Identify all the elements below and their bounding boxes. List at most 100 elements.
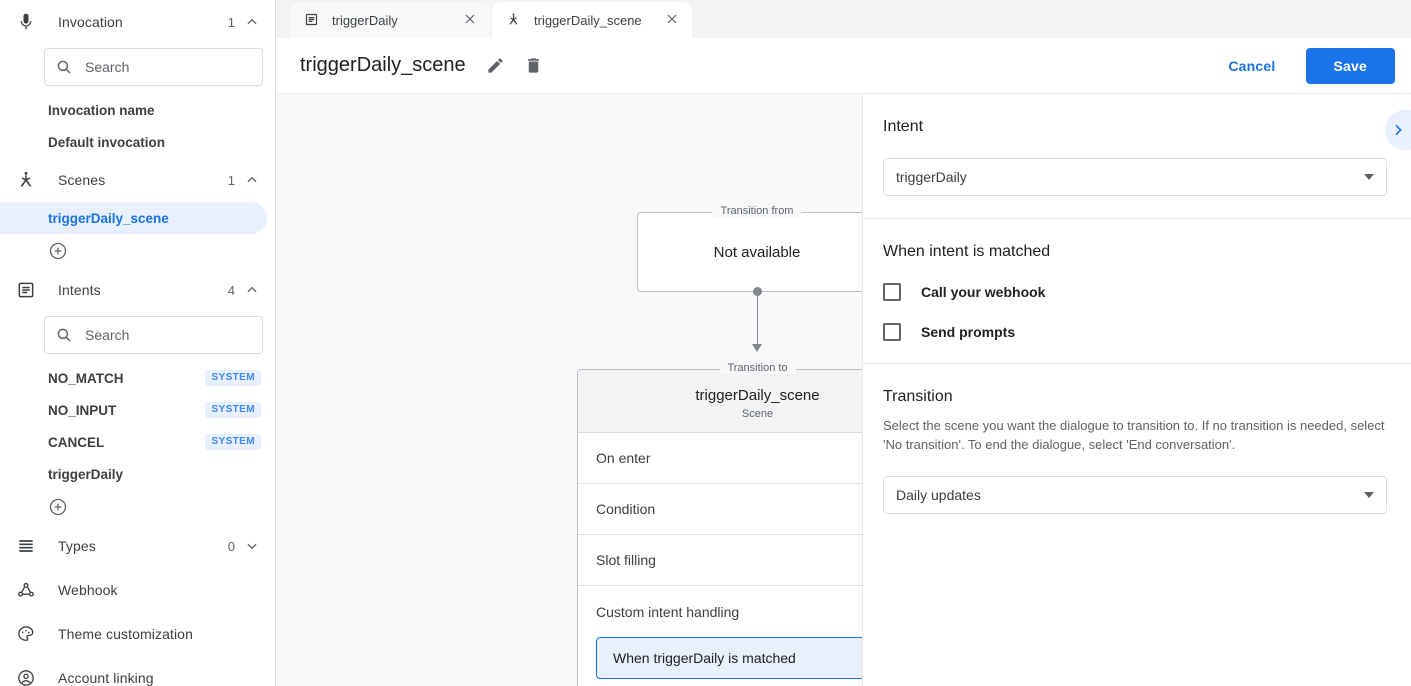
- sidebar-item-label: triggerDaily: [48, 466, 124, 482]
- checkbox-label: Call your webhook: [921, 284, 1046, 300]
- checkbox-label: Send prompts: [921, 324, 1016, 340]
- transition-select[interactable]: Daily updates: [883, 476, 1387, 514]
- close-icon[interactable]: [462, 11, 480, 29]
- sidebar-section-intents[interactable]: Intents 4: [0, 268, 275, 312]
- panel-section-intent: Intent triggerDaily: [863, 94, 1411, 219]
- intents-search-box[interactable]: [44, 316, 263, 354]
- scene-row-custom-intent-handling[interactable]: Custom intent handling +: [578, 586, 862, 637]
- scene-card-subtitle: Scene: [741, 408, 774, 420]
- connector-line: [757, 292, 758, 346]
- editor-toolbar: triggerDaily_scene Cancel Save: [276, 38, 1411, 94]
- panel-section-when-matched: When intent is matched Call your webhook…: [863, 219, 1411, 364]
- sidebar-section-types[interactable]: Types 0: [0, 524, 275, 568]
- intent-handler-chip-label: When triggerDaily is matched: [613, 650, 796, 666]
- sidebar-item-account-linking[interactable]: Account linking: [0, 656, 275, 686]
- sidebar-section-types-label: Types: [58, 538, 96, 554]
- sidebar-item-label: NO_MATCH: [48, 370, 124, 386]
- intent-select[interactable]: triggerDaily: [883, 158, 1387, 196]
- main-area: triggerDaily triggerDaily_scene triggerD…: [276, 0, 1411, 686]
- intent-handler-chip[interactable]: When triggerDaily is matched: [596, 637, 862, 679]
- edit-icon[interactable]: [484, 54, 508, 78]
- sidebar-item-label: Default invocation: [48, 134, 166, 150]
- intents-search-input[interactable]: [83, 326, 252, 344]
- checkbox-call-your-webhook[interactable]: Call your webhook: [883, 283, 1387, 301]
- sidebar-item-triggerdaily[interactable]: triggerDaily: [0, 458, 275, 490]
- checkbox-box[interactable]: [883, 283, 901, 301]
- save-button[interactable]: Save: [1305, 47, 1395, 84]
- sidebar-item-label: Invocation name: [48, 102, 155, 118]
- delete-icon[interactable]: [522, 54, 546, 78]
- chevron-right-icon[interactable]: [1385, 110, 1411, 150]
- chevron-up-icon[interactable]: [245, 283, 259, 297]
- invocation-search-wrap: [0, 44, 275, 94]
- sidebar-item-invocation-name[interactable]: Invocation name: [0, 94, 275, 126]
- scene-row-on-enter[interactable]: On enter +: [578, 433, 862, 484]
- scene-graph-canvas[interactable]: Transition from Not available Transition…: [276, 94, 863, 686]
- tab-label: triggerDaily_scene: [534, 12, 642, 28]
- intents-search-wrap: [0, 312, 275, 362]
- tab-triggerdaily[interactable]: triggerDaily: [290, 2, 490, 38]
- scene-row-label: Custom intent handling: [596, 603, 740, 620]
- sidebar-section-types-count: 0: [227, 538, 235, 554]
- scene-row-label: Slot filling: [596, 552, 656, 568]
- panel-transition-description: Select the scene you want the dialogue t…: [883, 418, 1385, 452]
- sidebar-item-cancel[interactable]: CANCEL SYSTEM: [0, 426, 275, 458]
- add-scene-row: [0, 234, 275, 268]
- status-badge: SYSTEM: [205, 434, 261, 450]
- invocation-search-box[interactable]: [44, 48, 263, 86]
- scene-branch-icon: [14, 168, 38, 192]
- chevron-down-icon: [1364, 492, 1374, 498]
- scene-card-title: triggerDaily_scene: [695, 387, 820, 404]
- account-circle-icon: [14, 666, 38, 686]
- sidebar-section-invocation-count: 1: [227, 14, 235, 30]
- add-intent-row: [0, 490, 275, 524]
- status-badge: SYSTEM: [205, 402, 261, 418]
- sidebar-section-scenes[interactable]: Scenes 1: [0, 158, 275, 202]
- scene-row-label: On enter: [596, 450, 651, 466]
- properties-panel: Intent triggerDaily When intent is match…: [863, 94, 1411, 686]
- intent-select-value: triggerDaily: [896, 169, 967, 185]
- sidebar-item-default-invocation[interactable]: Default invocation: [0, 126, 275, 158]
- tab-bar: triggerDaily triggerDaily_scene: [276, 0, 1411, 38]
- tab-triggerdaily-scene[interactable]: triggerDaily_scene: [492, 2, 692, 38]
- sidebar-section-invocation[interactable]: Invocation 1: [0, 0, 275, 44]
- sidebar-item-webhook-label: Webhook: [58, 582, 118, 598]
- scene-row-condition[interactable]: Condition +: [578, 484, 862, 535]
- sidebar-item-triggerdaily-scene[interactable]: triggerDaily_scene: [0, 202, 267, 234]
- add-scene-icon[interactable]: [48, 241, 68, 261]
- chevron-down-icon: [1364, 174, 1374, 180]
- chevron-up-icon[interactable]: [245, 173, 259, 187]
- intent-list-icon: [304, 12, 320, 28]
- add-intent-icon[interactable]: [48, 497, 68, 517]
- sidebar-item-account-linking-label: Account linking: [58, 670, 154, 686]
- checkbox-send-prompts[interactable]: Send prompts: [883, 323, 1387, 341]
- sidebar-item-no-match[interactable]: NO_MATCH SYSTEM: [0, 362, 275, 394]
- search-icon: [55, 58, 73, 76]
- sidebar-item-label: CANCEL: [48, 434, 105, 450]
- invocation-search-input[interactable]: [83, 58, 252, 76]
- sidebar-item-webhook[interactable]: Webhook: [0, 568, 275, 612]
- sidebar-item-theme-customization[interactable]: Theme customization: [0, 612, 275, 656]
- intent-list-icon: [14, 278, 38, 302]
- scene-block-custom-intent-handling: Custom intent handling + When triggerDai…: [578, 586, 862, 686]
- scene-row-slot-filling[interactable]: Slot filling +: [578, 535, 862, 586]
- transition-from-node[interactable]: Transition from Not available: [637, 205, 862, 292]
- chevron-up-icon[interactable]: [245, 15, 259, 29]
- scene-card-node[interactable]: Transition to triggerDaily_scene Scene O…: [577, 362, 862, 686]
- webhook-icon: [14, 578, 38, 602]
- checkbox-box[interactable]: [883, 323, 901, 341]
- tab-label: triggerDaily: [332, 12, 398, 28]
- search-icon: [55, 326, 73, 344]
- chevron-down-icon[interactable]: [245, 539, 259, 553]
- palette-icon: [14, 622, 38, 646]
- sidebar-section-intents-count: 4: [227, 282, 235, 298]
- sidebar-item-label: triggerDaily_scene: [48, 210, 169, 226]
- left-sidebar: Invocation 1 Invocation name Default inv…: [0, 0, 276, 686]
- sidebar-item-theme-label: Theme customization: [58, 626, 193, 642]
- cancel-button[interactable]: Cancel: [1212, 49, 1291, 83]
- close-icon[interactable]: [664, 11, 682, 29]
- page-title: triggerDaily_scene: [300, 54, 466, 76]
- sidebar-item-no-input[interactable]: NO_INPUT SYSTEM: [0, 394, 275, 426]
- panel-intent-heading: Intent: [883, 118, 924, 135]
